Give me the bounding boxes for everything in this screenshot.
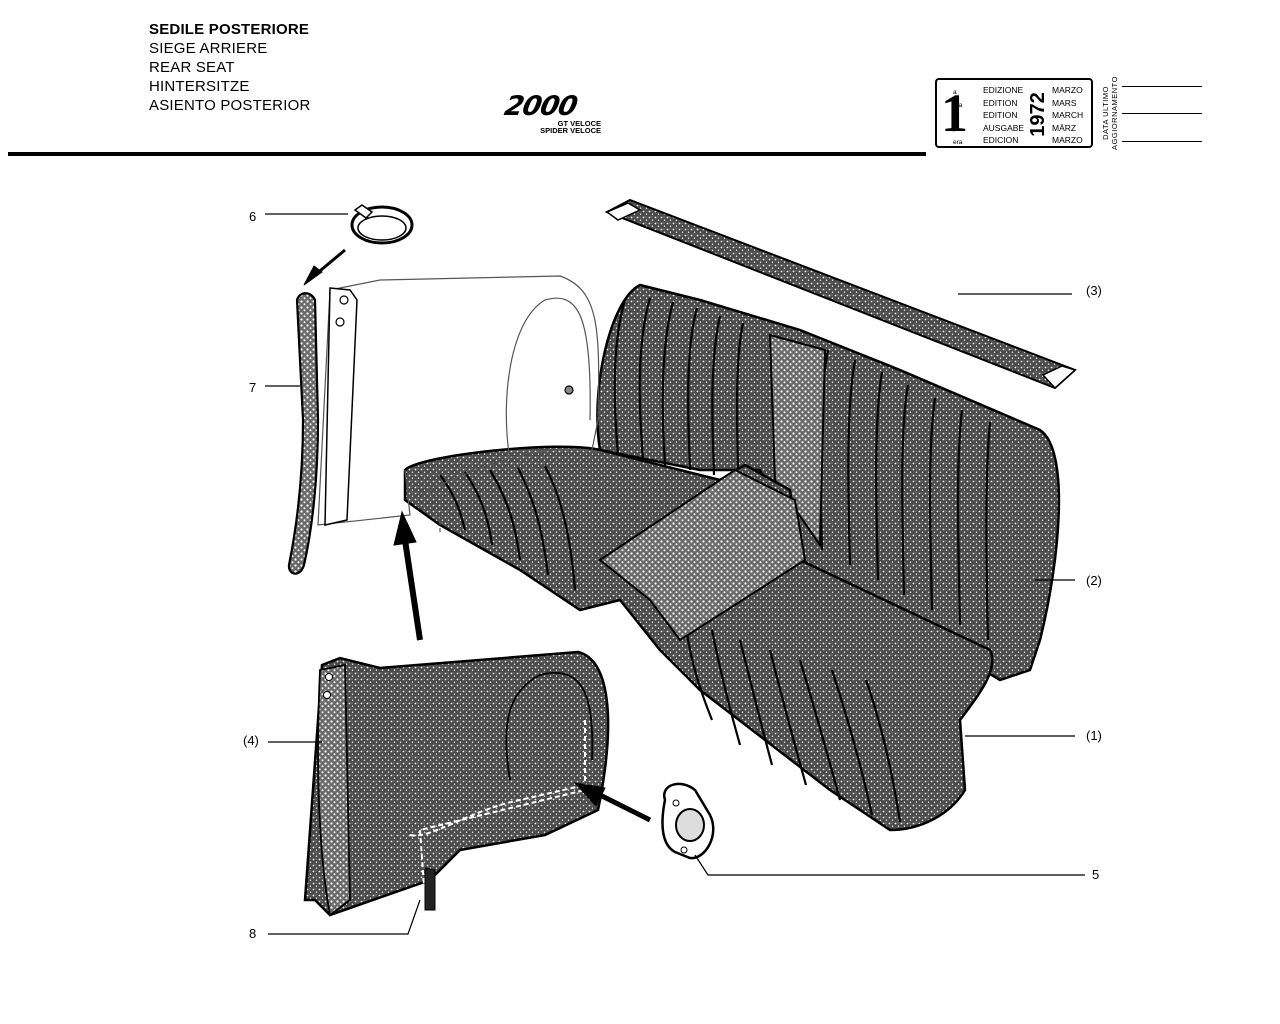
trim-moulding-7	[287, 292, 320, 575]
edition-label-es: EDICION	[983, 135, 1019, 146]
ordinal-it: a	[953, 89, 957, 96]
model-logo: 2000 GT VELOCE SPIDER VELOCE	[478, 91, 603, 138]
callout-3: (3)	[1086, 283, 1102, 298]
header-rule	[8, 152, 926, 156]
edition-month-en: MARCH	[1052, 110, 1084, 121]
rear-shelf-trim-3	[604, 198, 1077, 390]
edition-label-en: EDITION	[983, 110, 1018, 121]
update-line-3	[1122, 141, 1202, 142]
callout-6: 6	[249, 209, 257, 224]
arrow-head-panel	[393, 510, 417, 546]
edition-label-de: AUSGABE	[983, 122, 1025, 133]
edition-month-fr: MARS	[1052, 97, 1077, 108]
edition-ordinals: a era st . era	[953, 87, 962, 150]
leader-8	[268, 899, 421, 935]
edition-box: 1 a era st . era EDIZIONE EDITION EDITIO…	[935, 78, 1093, 148]
edition-labels: EDIZIONE EDITION EDITION AUSGABE EDICION	[983, 84, 1024, 147]
logo-subtitle-spider: SPIDER VELOCE	[540, 126, 601, 135]
side-panel-bracket	[324, 287, 574, 526]
title-block: SEDILE POSTERIORE SIEGE ARRIERE REAR SEA…	[149, 20, 311, 115]
edition-months: MARZO MARS MARCH MÄRZ MARZO	[1052, 84, 1083, 147]
logo-subtitle-gt: GT VELOCE	[557, 119, 601, 128]
callout-8: 8	[249, 926, 257, 941]
update-line-1	[1122, 86, 1202, 87]
callout-4: (4)	[243, 733, 259, 748]
edition-month-es: MARZO	[1052, 135, 1083, 146]
seat-cushion-1	[403, 445, 994, 832]
ordinal-fr: era	[953, 101, 963, 109]
arrow-plug	[598, 792, 652, 823]
title-french: SIEGE ARRIERE	[149, 40, 268, 57]
edition-label-it: EDIZIONE	[983, 85, 1024, 95]
side-panel-outline	[317, 275, 601, 535]
ring-clip-6	[350, 204, 414, 245]
title-english: REAR SEAT	[149, 59, 235, 76]
ordinal-en: st	[953, 114, 959, 121]
ordinal-es: era	[953, 139, 963, 146]
edition-label-fr: EDITION	[983, 97, 1018, 108]
edition-month-it: MARZO	[1052, 85, 1083, 95]
callout-2: (2)	[1086, 573, 1102, 588]
arrow-panel-up	[402, 539, 423, 641]
side-trim-panel-4	[303, 650, 610, 917]
title-spanish: ASIENTO POSTERIOR	[149, 97, 311, 114]
leader-5	[694, 854, 1085, 876]
arrow-head-plug	[573, 782, 606, 807]
leader-lines	[265, 213, 1085, 935]
title-german: HINTERSITZE	[149, 78, 250, 95]
ordinal-de: .	[953, 126, 955, 134]
callout-5: 5	[1092, 867, 1100, 882]
assembly-arrows	[303, 248, 652, 823]
edition-month-de: MÄRZ	[1052, 122, 1077, 133]
update-line-2	[1122, 113, 1202, 114]
callout-7: 7	[249, 380, 257, 395]
arrow-head-ring	[303, 265, 323, 286]
title-italian: SEDILE POSTERIORE	[149, 21, 310, 38]
plug-button-5	[661, 782, 715, 860]
callout-1: (1)	[1086, 728, 1102, 743]
